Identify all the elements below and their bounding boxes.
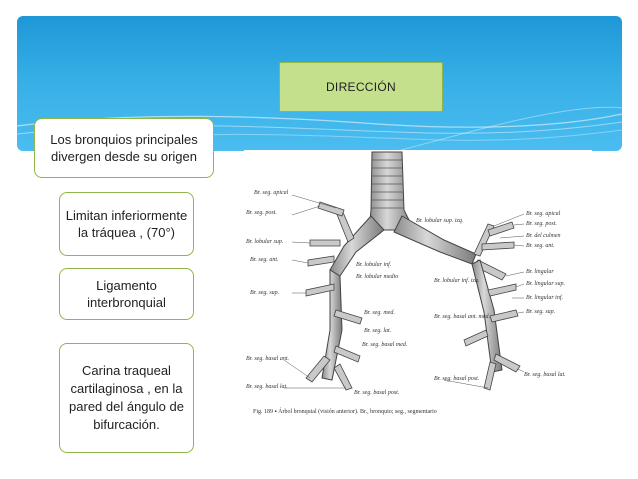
label-basal-lat-right: Br. seg. basal lat. — [246, 384, 288, 390]
bronchial-tree-illustration — [283, 151, 525, 391]
label-upper-lobe-right: Br. lobular sup. — [246, 239, 284, 245]
label-basal-ant-right: Br. seg. basal ant. — [246, 356, 290, 362]
label-lingular-inf: Br. lingular inf. — [526, 295, 564, 301]
callout-carina: Carina traqueal cartilaginosa , en la pa… — [59, 343, 194, 453]
label-lingular-sup: Br. lingular sup. — [526, 281, 566, 287]
label-post-left: Br. seg. post. — [526, 221, 557, 227]
label-lingular: Br. lingular — [526, 269, 554, 275]
label-middle-lobe: Br. lobular medio — [356, 274, 399, 280]
label-lower-lobe-left: Br. lobular inf. izq. — [434, 278, 480, 284]
callout-ligament: Ligamento interbronquial — [59, 268, 194, 320]
label-post-right: Br. seg. post. — [246, 210, 277, 216]
label-ant-left: Br. seg. ant. — [526, 243, 555, 249]
bronchial-tree-figure: Br. seg. apical Br. seg. post. Br. lobul… — [244, 150, 592, 422]
label-basal-med: Br. seg. basal med. — [362, 342, 408, 348]
label-apical-left: Br. seg. apical — [526, 211, 561, 217]
label-apical-right: Br. seg. apical — [254, 190, 289, 196]
label-basal-lat-left: Br. seg. basal lat. — [524, 372, 566, 378]
label-sup-left: Br. seg. sup. — [526, 309, 556, 315]
callout-trachea-limit: Limitan inferiormente la tráquea , (70°) — [59, 192, 194, 256]
label-upper-lobe-left: Br. lobular sup. izq. — [416, 218, 464, 224]
callout-divergence: Los bronquios principales divergen desde… — [34, 118, 214, 178]
label-lower-lobe-right: Br. lobular inf. — [356, 262, 392, 268]
label-basal-ant-med-left: Br. seg. basal ant. med. — [434, 314, 490, 320]
label-lat: Br. seg. lat. — [364, 328, 392, 334]
label-basal-post-right: Br. seg. basal post. — [354, 390, 400, 396]
label-ant-right: Br. seg. ant. — [250, 257, 279, 263]
figure-caption: Fig. 189 ▪ Árbol bronquial (visión anter… — [253, 409, 437, 415]
slide-title: DIRECCIÓN — [279, 62, 443, 112]
label-sup-right: Br. seg. sup. — [250, 290, 280, 296]
label-med: Br. seg. med. — [364, 310, 395, 316]
label-culmen: Br. del culmen — [526, 233, 561, 239]
label-basal-post-left: Br. seg. basal post. — [434, 376, 480, 382]
